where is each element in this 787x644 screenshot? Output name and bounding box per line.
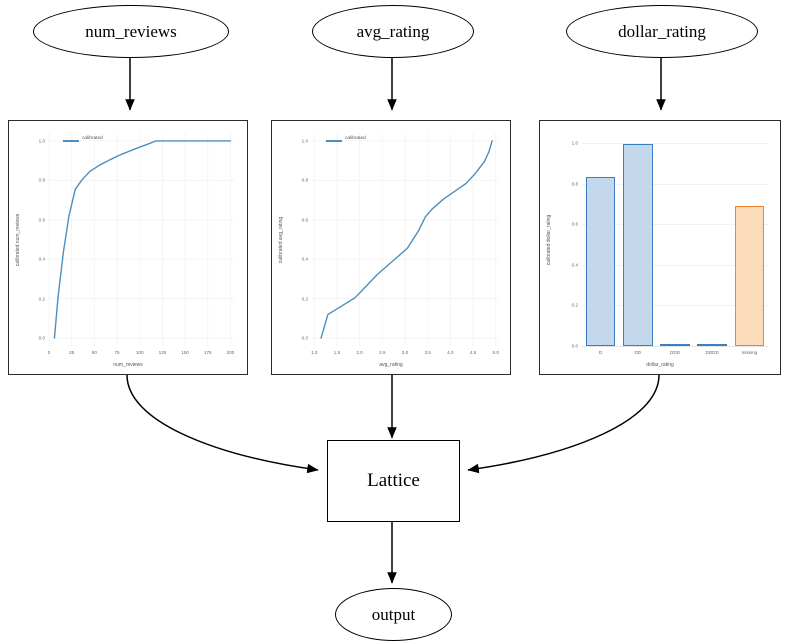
bar-DDDD (697, 344, 728, 347)
bar-missing (734, 205, 765, 346)
node-dollar-rating-label: dollar_rating (618, 21, 706, 41)
y-tick-label: 0.0 (38, 335, 45, 341)
x-tick-label: 175 (203, 350, 212, 355)
x-tick-label: DDD (670, 350, 680, 355)
y-tick-label: 0.6 (38, 217, 45, 223)
grid-line (582, 143, 768, 144)
y-tick-label: 0.0 (301, 335, 308, 341)
x-tick-label: 5.0 (492, 350, 499, 355)
x-tick-label: D (598, 350, 603, 355)
x-tick-label: 125 (158, 350, 167, 355)
y-tick-label: 0.8 (301, 177, 308, 183)
x-tick-label: 2.0 (356, 350, 363, 355)
node-num-reviews[interactable]: num_reviews (33, 5, 229, 58)
edge-chart3-to-lattice (467, 374, 660, 474)
y-tick-label: 0.8 (571, 181, 578, 187)
node-dollar-rating[interactable]: dollar_rating (566, 5, 758, 58)
x-tick-label: 4.0 (447, 350, 454, 355)
y-axis-label: calibrated dollar_rating (546, 214, 552, 265)
x-tick-label: missing (741, 350, 758, 355)
y-axis-label: calibrated num_reviews (15, 213, 21, 266)
y-tick-label: 0.4 (301, 256, 308, 262)
x-axis-label: num_reviews (113, 362, 143, 368)
x-axis-label: avg_rating (379, 362, 403, 368)
x-tick-label: 200 (226, 350, 235, 355)
y-tick-label: 0.2 (38, 296, 45, 302)
node-output-label: output (371, 604, 416, 624)
y-tick-label: 1.0 (301, 138, 308, 144)
x-tick-label: 3.5 (424, 350, 431, 355)
legend-label: calibrated (82, 136, 103, 141)
grid-line (582, 264, 768, 266)
y-tick-label: 0.6 (571, 221, 578, 227)
x-tick-label: DD (634, 350, 642, 355)
x-axis-label: dollar_rating (646, 362, 674, 368)
legend-swatch (326, 140, 342, 142)
chart-panel-avg-rating: 1.0 1.5 2.0 2.5 3.0 3.5 4.0 4.5 5.0 0.0 0.2 0.4 0.6 0… (271, 120, 511, 375)
y-tick-label: 1.0 (571, 140, 578, 146)
grid-line (582, 183, 768, 185)
chart-avg-rating: 1.0 1.5 2.0 2.5 3.0 3.5 4.0 4.5 5.0 0.0 0.2 0.4 0.6 0… (272, 121, 510, 374)
y-tick-label: 0.8 (38, 177, 45, 183)
node-lattice-label: Lattice (367, 470, 420, 491)
x-tick-label: 100 (135, 350, 144, 355)
x-tick-label: 4.5 (469, 350, 477, 355)
bar-DDD (660, 344, 690, 347)
y-tick-label: 1.0 (38, 138, 45, 144)
x-tick-label: 50 (91, 350, 97, 355)
legend-swatch (63, 140, 79, 142)
legend-label: calibrated (345, 136, 366, 141)
plot-area (48, 133, 235, 346)
grid-line (582, 224, 768, 226)
node-avg-rating-label: avg_rating (356, 21, 430, 41)
series-line (53, 140, 232, 339)
y-axis-label: calibrated avg_rating (278, 216, 284, 263)
x-tick-label: 150 (181, 350, 189, 355)
series-line (320, 140, 493, 339)
y-tick-label: 0.4 (38, 256, 45, 262)
x-tick-label: 2.5 (379, 350, 386, 355)
x-tick-label: 1.5 (333, 350, 341, 355)
x-tick-label: 1.0 (311, 350, 318, 355)
y-tick-label: 0.2 (301, 296, 308, 302)
x-tick-label: 3.0 (401, 350, 409, 355)
edge-chart1-to-lattice (126, 374, 319, 474)
grid-line (582, 305, 768, 307)
x-tick-label: 25 (69, 350, 75, 355)
x-tick-label: 0 (47, 350, 51, 355)
bar-D (585, 176, 616, 346)
y-tick-label: 0.0 (571, 343, 578, 349)
y-tick-label: 0.6 (301, 217, 308, 223)
node-output[interactable]: output (335, 588, 452, 641)
plot-area (312, 133, 498, 346)
chart-num-reviews: 0 25 50 75 100 125 150 175 200 0.0 0.2 0.4 0.6 0.8 1.0… (9, 121, 247, 374)
y-tick-label: 0.2 (571, 302, 578, 308)
node-lattice[interactable]: Lattice (327, 440, 460, 522)
bar-DD (622, 144, 653, 346)
y-tick-label: 0.4 (571, 262, 578, 268)
chart-panel-num-reviews: 0 25 50 75 100 125 150 175 200 0.0 0.2 0.4 0.6 0.8 1.0… (8, 120, 248, 375)
x-tick-label: DDDD (705, 350, 719, 355)
x-tick-label: 75 (114, 350, 120, 355)
node-num-reviews-label: num_reviews (85, 21, 177, 41)
node-avg-rating[interactable]: avg_rating (312, 5, 474, 58)
baseline (582, 346, 768, 347)
